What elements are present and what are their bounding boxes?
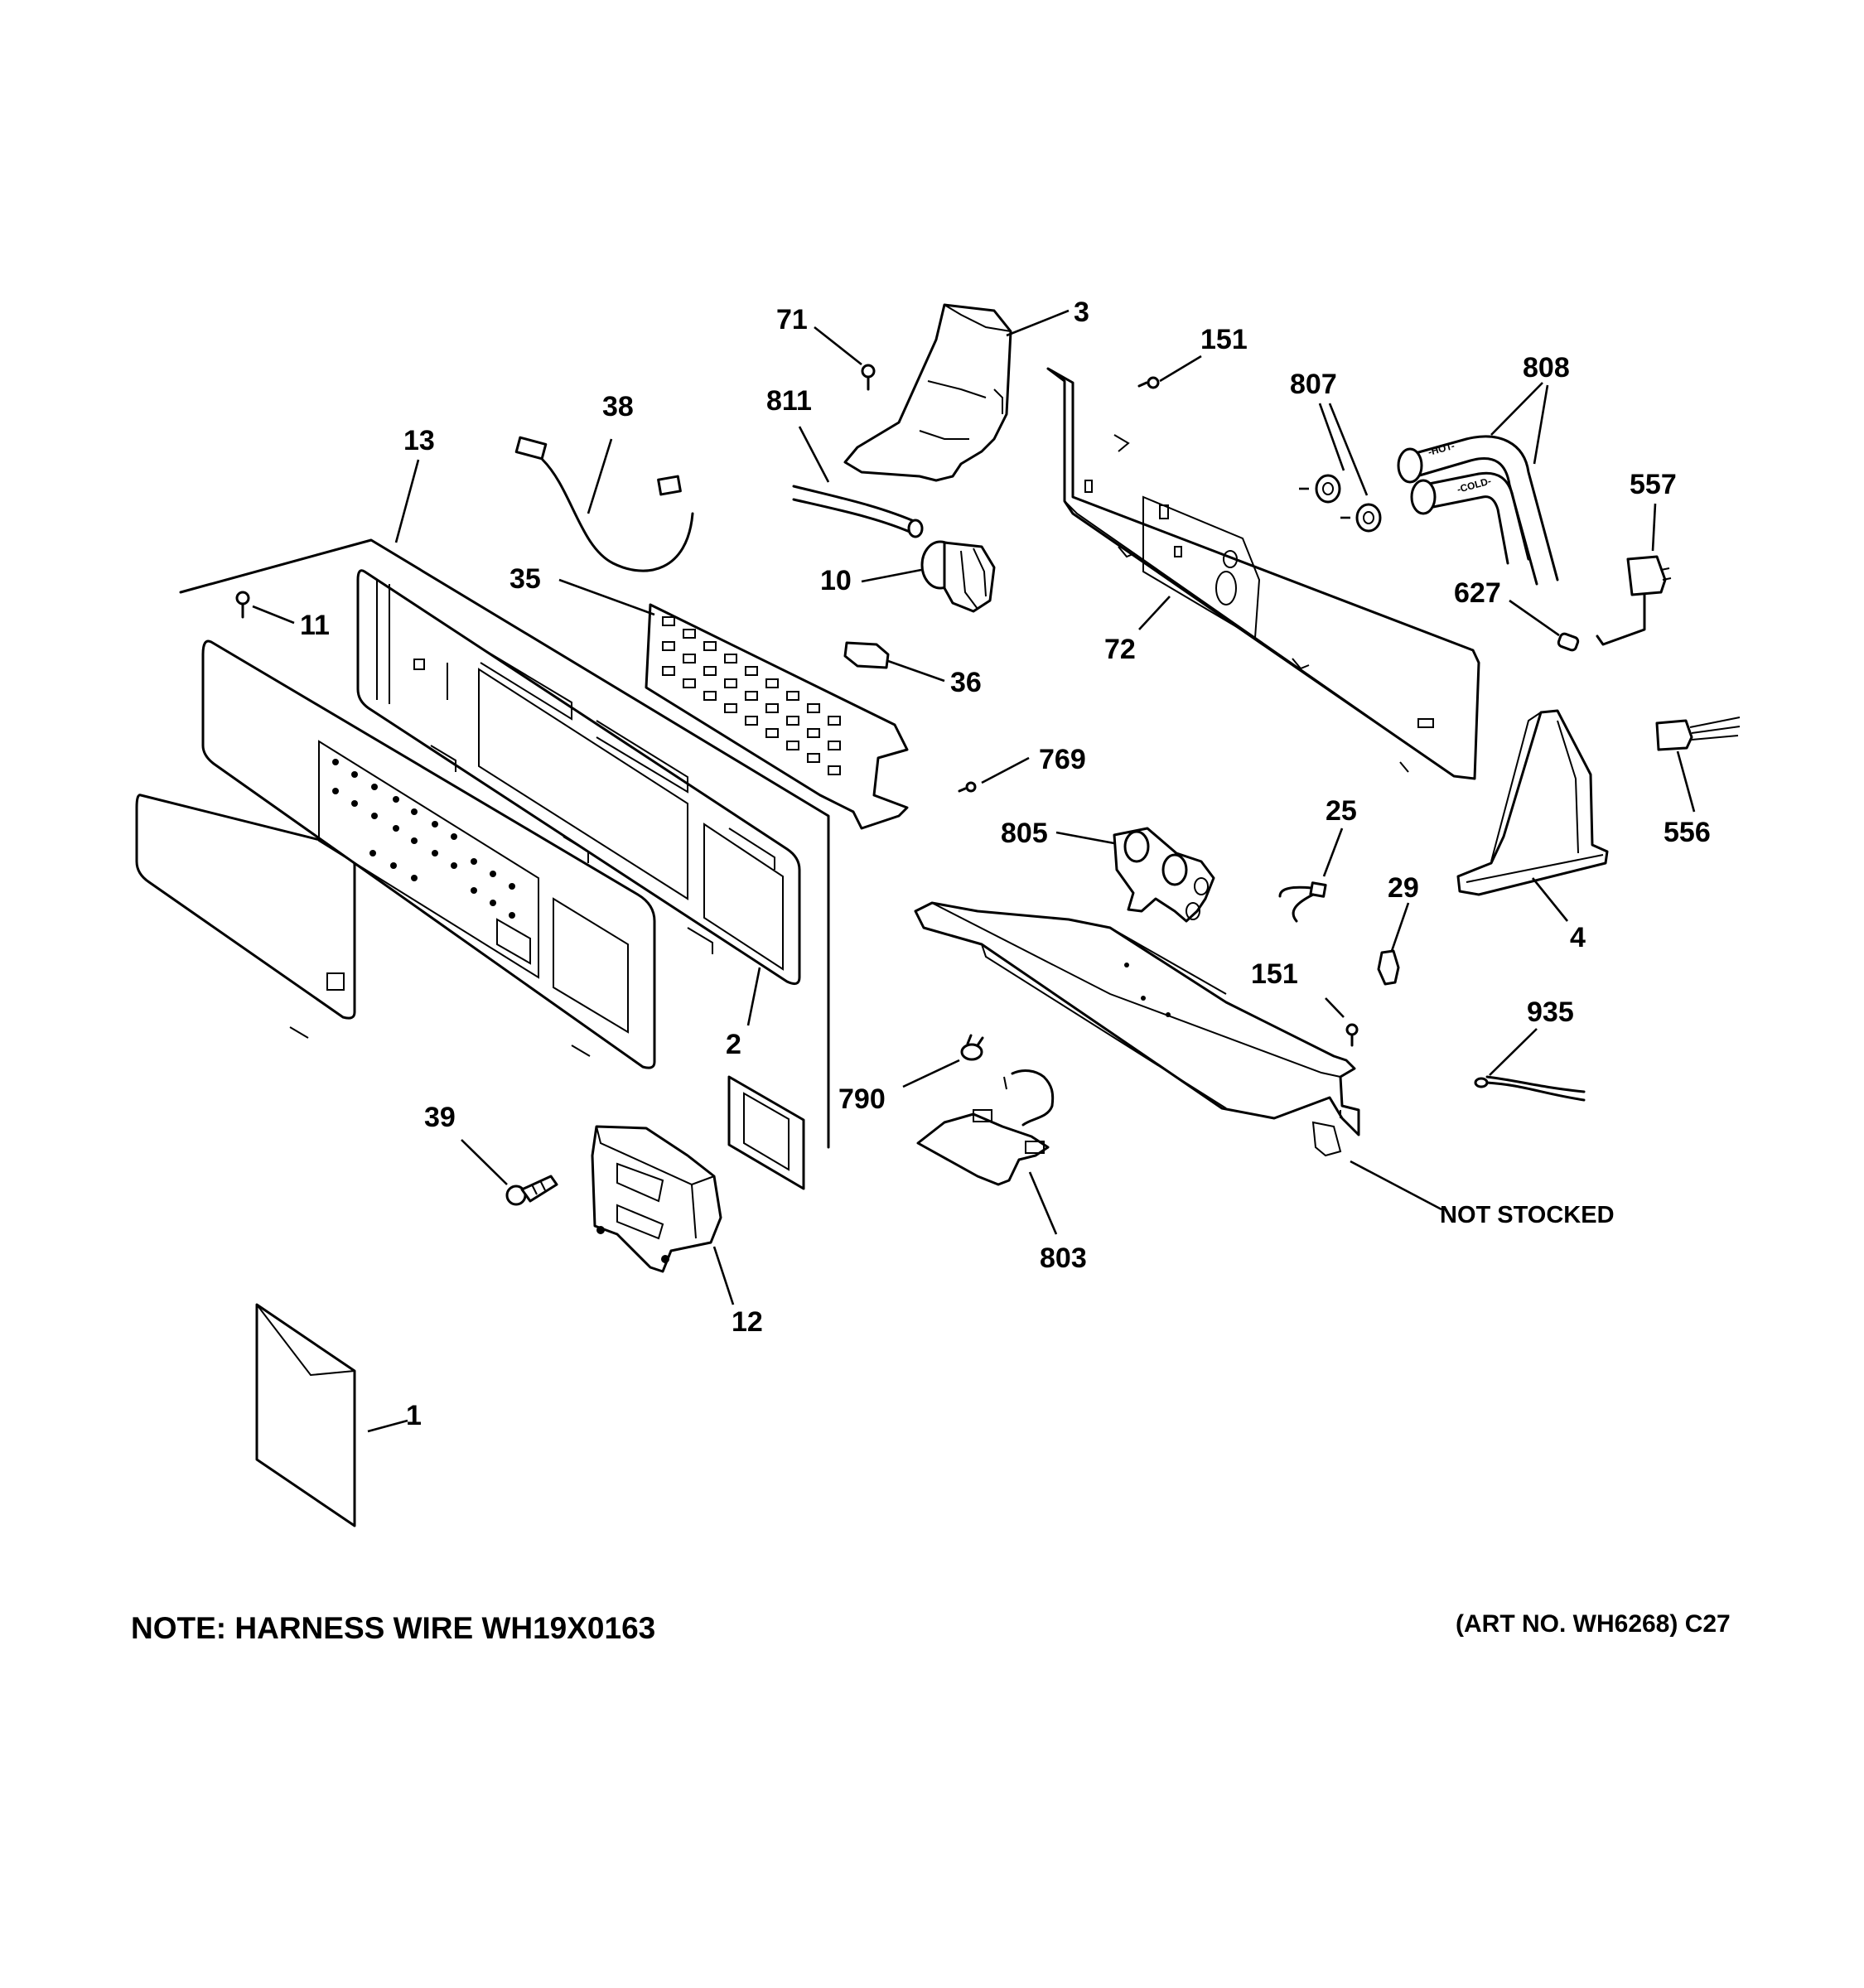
part-151-screw-top	[1137, 376, 1160, 389]
callout-769: 769	[1039, 744, 1086, 775]
callout-12: 12	[732, 1306, 763, 1338]
callout-38: 38	[602, 391, 634, 422]
part-151-screw-bottom	[1345, 1023, 1359, 1047]
part-803-vent	[916, 1069, 1055, 1186]
art-number: (ART NO. WH6268) C27	[1456, 1610, 1731, 1638]
part-807-washers	[1299, 474, 1382, 533]
callout-10: 10	[820, 565, 852, 596]
callout-557: 557	[1630, 469, 1677, 500]
callout-1: 1	[406, 1400, 422, 1431]
part-556-connector	[1655, 717, 1741, 751]
control-panel-buttons	[332, 759, 515, 919]
leader-lines	[252, 309, 1696, 1433]
part-11-screw	[235, 591, 250, 619]
part-557-plug	[1596, 555, 1672, 646]
callout-labels: 71 3 151 807 808 811 38 13 557 35 10 627…	[300, 297, 1711, 1431]
hose-label-hot: -HOT-	[1427, 440, 1456, 458]
part-12-timer	[591, 1125, 722, 1273]
control-panel-face	[201, 639, 656, 1069]
callout-35: 35	[509, 563, 541, 595]
part-790-clamp	[960, 1034, 984, 1061]
callout-790: 790	[838, 1083, 886, 1115]
terminal-slots	[662, 616, 841, 775]
callout-39: 39	[424, 1102, 456, 1133]
callout-11: 11	[300, 610, 330, 641]
callout-805: 805	[1001, 818, 1048, 849]
callout-935: 935	[1527, 996, 1574, 1028]
not-stocked-label: NOT STOCKED	[1440, 1202, 1615, 1228]
callout-13: 13	[403, 425, 435, 456]
callout-4: 4	[1570, 922, 1586, 953]
part-72-backsplash	[1046, 367, 1480, 780]
callout-25: 25	[1326, 795, 1357, 827]
part-29-clip	[1377, 949, 1400, 986]
part-25-harness	[1278, 881, 1327, 923]
callout-811: 811	[766, 385, 812, 417]
part-1-manual	[255, 1303, 356, 1527]
callout-627: 627	[1454, 577, 1501, 609]
callout-803: 803	[1040, 1242, 1087, 1274]
callout-29: 29	[1388, 872, 1419, 904]
callout-36: 36	[950, 667, 982, 698]
part-811-tube	[792, 485, 924, 538]
part-769-screw	[958, 781, 977, 793]
part-935-wire	[1474, 1075, 1586, 1102]
part-39-screw	[505, 1175, 558, 1206]
callout-3: 3	[1074, 297, 1089, 328]
part-36-clip	[843, 641, 890, 669]
callout-72: 72	[1104, 634, 1136, 665]
callout-71: 71	[776, 304, 808, 335]
callout-807: 807	[1290, 369, 1337, 400]
part-10-pressure-switch	[920, 540, 996, 613]
callout-808: 808	[1523, 352, 1570, 384]
callout-2: 2	[726, 1029, 741, 1060]
harness-note: NOTE: HARNESS WIRE WH19X0163	[131, 1611, 655, 1645]
part-805-water-valve	[1113, 827, 1215, 923]
callout-556: 556	[1664, 817, 1711, 848]
part-4-right-end-cap	[1456, 709, 1609, 896]
backsplash-lower-panel	[914, 901, 1360, 1157]
part-35-terminal-board	[645, 603, 909, 830]
part-2-panel-frame	[356, 569, 801, 986]
part-808-fill-hoses: -HOT- -COLD-	[1397, 435, 1559, 586]
part-3-left-end-cap	[843, 303, 1012, 482]
callout-151-bottom: 151	[1251, 958, 1298, 990]
part-38-harness	[514, 436, 694, 572]
part-627-grommet	[1557, 632, 1580, 652]
callout-151-top: 151	[1200, 324, 1248, 355]
escutcheon	[727, 1075, 805, 1190]
part-71-screw	[861, 364, 876, 391]
part-13-panel-assembly-outline	[179, 538, 830, 1149]
